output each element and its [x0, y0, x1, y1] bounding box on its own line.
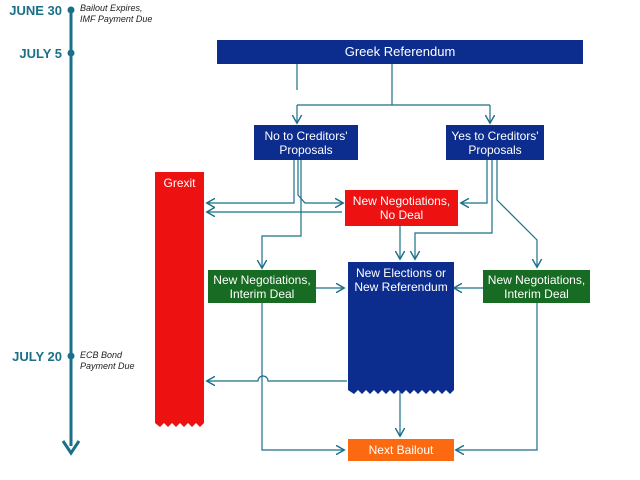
node-elections-label: New Elections or New Referendum — [348, 266, 454, 294]
connector-elections-to-grexit — [208, 375, 347, 381]
node-grexit-label: Grexit — [163, 176, 196, 190]
timeline-dot-july20 — [67, 352, 75, 360]
node-no-to-proposals: No to Creditors' Proposals — [254, 125, 358, 160]
connector-yes-to-nodeal — [462, 160, 488, 203]
node-interim-left-line2: Interim Deal — [229, 286, 295, 301]
grexit-shape — [155, 172, 204, 427]
node-nodeal-line1: New Negotiations, — [352, 194, 451, 208]
timeline-date-june30: JUNE 30 — [9, 3, 62, 18]
connector-no-to-grexit — [208, 160, 295, 203]
timeline-dot-june30 — [67, 6, 75, 14]
node-next-bailout: Next Bailout — [348, 439, 454, 461]
node-no-line1: No to Creditors' — [264, 128, 348, 143]
timeline-note-june30-line2: IMF Payment Due — [80, 14, 153, 24]
node-elections-line2: New Referendum — [354, 280, 448, 294]
timeline-note-july20-line2: Payment Due — [80, 361, 135, 371]
timeline-note-july20-line1: ECB Bond — [80, 350, 123, 360]
timeline-date-july20: JULY 20 — [12, 349, 62, 364]
timeline-note-july20: ECB Bond Payment Due — [80, 350, 135, 372]
node-next-bailout-label: Next Bailout — [368, 443, 434, 457]
node-yes-to-proposals: Yes to Creditors' Proposals — [446, 125, 544, 160]
node-interim-deal-right: New Negotiations, Interim Deal — [483, 270, 590, 303]
node-interim-right-line1: New Negotiations, — [487, 272, 586, 287]
node-interim-right-line2: Interim Deal — [504, 286, 569, 301]
node-interim-deal-left: New Negotiations, Interim Deal — [208, 270, 316, 303]
connector-no-to-interim-left — [262, 160, 302, 267]
connector-yes-to-interim-right — [496, 160, 537, 266]
node-interim-left-line1: New Negotiations, — [213, 272, 311, 287]
timeline-note-june30: Bailout Expires, IMF Payment Due — [80, 3, 152, 25]
node-elections-line1: New Elections or — [355, 266, 447, 280]
node-greek-referendum-label: Greek Referendum — [344, 44, 456, 59]
timeline-date-july5: JULY 5 — [19, 46, 62, 61]
connector-interim-left-to-bailout — [261, 303, 343, 450]
node-greek-referendum: Greek Referendum — [217, 40, 583, 64]
timeline-note-june30-line1: Bailout Expires, — [80, 3, 143, 13]
node-yes-line1: Yes to Creditors' — [451, 128, 539, 143]
node-nodeal-line2: No Deal — [379, 208, 424, 222]
timeline-dot-july5 — [67, 49, 75, 57]
connector-no-to-nodeal — [297, 160, 342, 203]
node-new-negotiations-no-deal: New Negotiations, No Deal — [345, 190, 458, 226]
connector-yes-to-elections — [415, 160, 493, 258]
connector-interim-right-to-bailout — [457, 303, 538, 450]
node-no-line2: Proposals — [279, 142, 333, 157]
timeline-arrowhead — [61, 440, 81, 456]
elections-shape — [348, 262, 454, 394]
node-yes-line2: Proposals — [468, 142, 522, 157]
